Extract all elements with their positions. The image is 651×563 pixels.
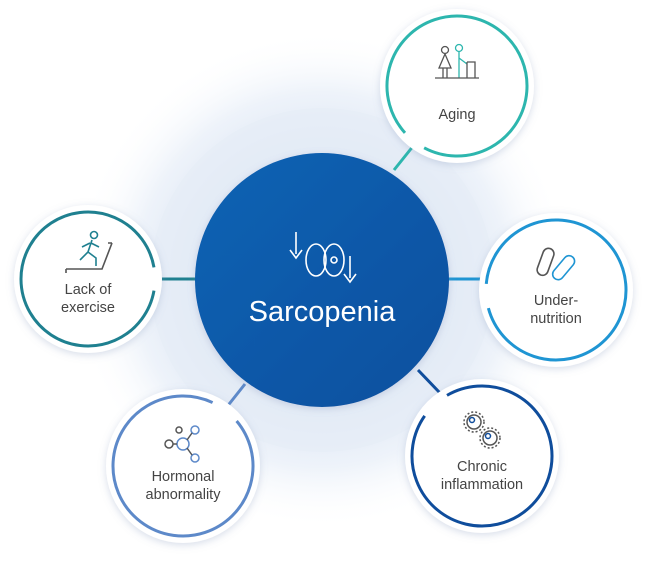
- molecule-icon: [164, 425, 200, 463]
- elderly-walker-icon: [435, 43, 479, 79]
- connector-hormonal-abnormality: [224, 383, 247, 409]
- connector-aging: [392, 144, 416, 171]
- factor-label-hormonal-abnormality: Hormonal abnormality: [123, 468, 243, 504]
- factor-hormonal-abnormality: [106, 389, 260, 543]
- treadmill-runner-icon: [65, 230, 113, 273]
- factor-under-nutrition-ring: [484, 218, 628, 362]
- factor-chronic-inflammation-backdrop: [405, 379, 559, 533]
- factor-under-nutrition-backdrop: [479, 213, 633, 367]
- factor-label-line: Hormonal: [151, 469, 215, 485]
- factor-label-line: nutrition: [530, 311, 582, 327]
- factor-label-line: Lack of: [64, 282, 112, 298]
- factor-under-nutrition: [479, 213, 633, 367]
- factor-aging-ring: [385, 14, 529, 158]
- bacteria-icon: [463, 411, 501, 449]
- factor-chronic-inflammation-ring: [410, 384, 554, 528]
- factor-label-line: abnormality: [145, 487, 221, 503]
- factor-label-chronic-inflammation: Chronic inflammation: [422, 458, 542, 494]
- factor-label-line: exercise: [61, 300, 115, 316]
- factor-hormonal-abnormality-backdrop: [106, 389, 260, 543]
- factor-label-under-nutrition: Under-nutrition: [496, 292, 616, 328]
- factor-lack-of-exercise: [14, 205, 162, 353]
- factor-aging-backdrop: [380, 9, 534, 163]
- center-circle: [195, 153, 449, 407]
- factor-label-line: Under-: [533, 293, 579, 309]
- factor-label-line: Chronic: [457, 459, 507, 475]
- factor-label-line: inflammation: [440, 477, 524, 493]
- factor-hormonal-abnormality-ring: [111, 394, 255, 538]
- factor-label-aging: Aging: [397, 106, 517, 124]
- pills-icon: [536, 247, 576, 281]
- connector-chronic-inflammation: [416, 368, 442, 395]
- center-title: Sarcopenia: [248, 296, 396, 328]
- factor-chronic-inflammation: [405, 379, 559, 533]
- muscle-decline-icon: [289, 232, 357, 284]
- factor-label-lack-of-exercise: Lack of exercise: [28, 281, 148, 317]
- factor-lack-of-exercise-backdrop: [14, 205, 162, 353]
- factor-aging: [380, 9, 534, 163]
- factor-label-line: Aging: [438, 107, 476, 123]
- factor-lack-of-exercise-ring: [19, 210, 156, 348]
